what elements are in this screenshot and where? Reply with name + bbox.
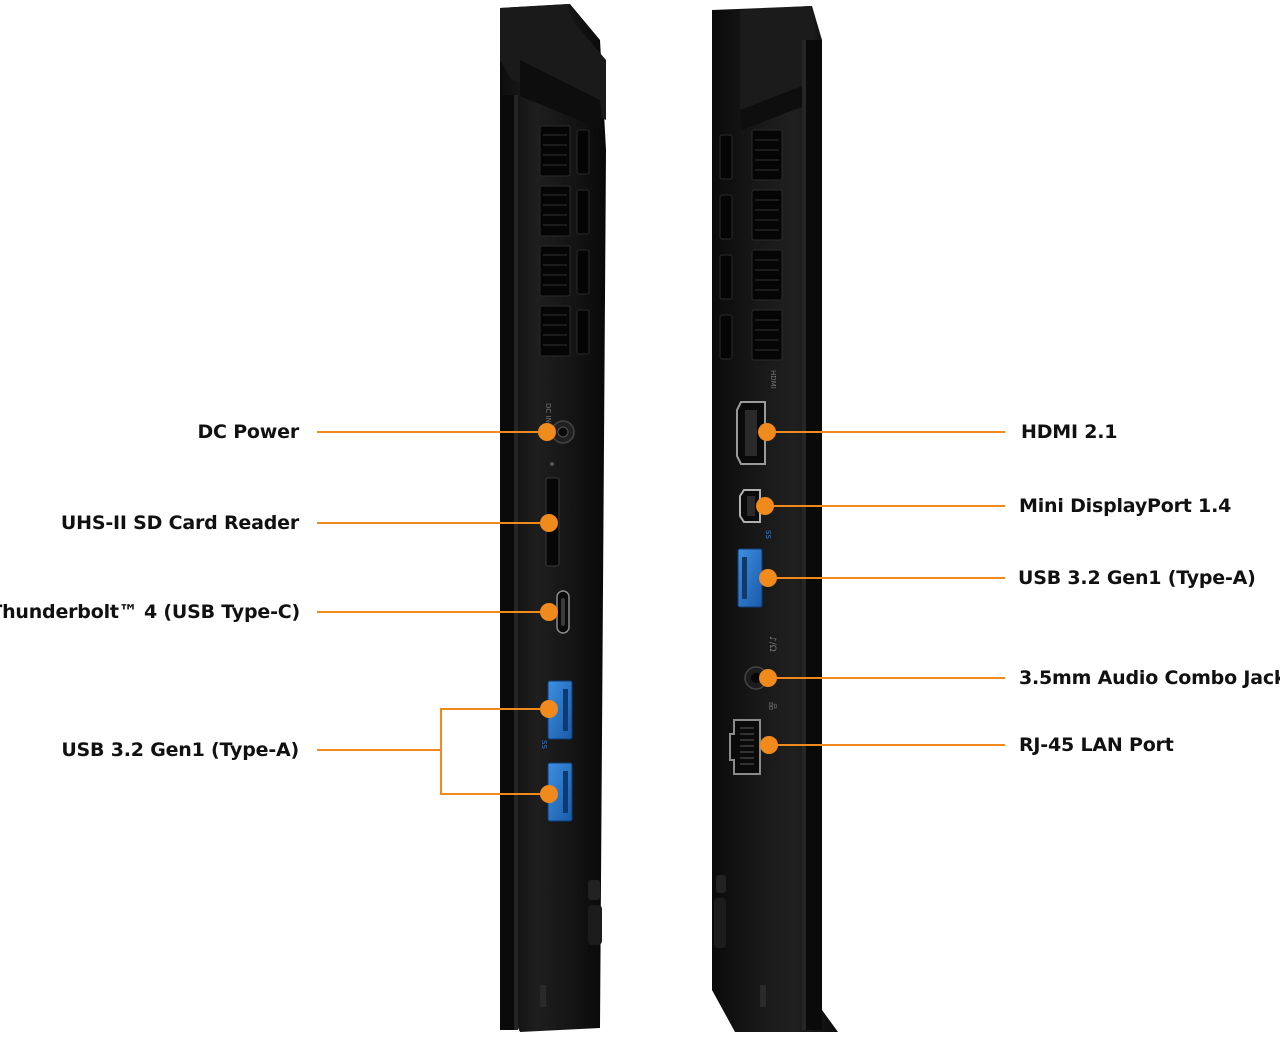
usb-a-port-icon: SS — [540, 680, 573, 822]
callout-dot-sd-card-reader — [540, 514, 558, 532]
label-hdmi: HDMI 2.1 — [1021, 421, 1118, 443]
callout-dot-hdmi — [758, 423, 776, 441]
callout-line-usb-a-left-1 — [317, 708, 549, 751]
svg-text:SS: SS — [764, 530, 772, 539]
callout-dot-audio-jack — [759, 669, 777, 687]
ethernet-port-icon: 品 — [729, 702, 777, 775]
sd-card-slot-icon — [545, 462, 560, 567]
svg-text:品: 品 — [768, 702, 777, 710]
label-audio-jack: 3.5mm Audio Combo Jack — [1019, 667, 1280, 689]
callout-dot-usb-a-left-2 — [540, 785, 558, 803]
callout-dot-usb-a-right — [759, 569, 777, 587]
label-thunderbolt: Thunderbolt™ 4 (USB Type-C) — [0, 601, 300, 623]
callout-dot-usb-a-left-1 — [540, 700, 558, 718]
svg-text:HDMI: HDMI — [769, 370, 777, 389]
callout-dot-dc-power — [538, 423, 556, 441]
label-usb-a-right: USB 3.2 Gen1 (Type-A) — [1018, 567, 1256, 589]
right-side-chassis — [712, 6, 838, 1032]
callout-dot-mini-displayport — [756, 497, 774, 515]
usb-c-port-icon — [556, 590, 570, 634]
callout-lines — [317, 431, 1005, 795]
callout-dots — [538, 423, 778, 803]
svg-text:DC IN: DC IN — [544, 403, 552, 423]
callout-dot-rj45 — [760, 736, 778, 754]
hdmi-port-icon: HDMI — [736, 370, 777, 465]
label-dc-power: DC Power — [197, 421, 299, 443]
svg-text:♪/Ω: ♪/Ω — [767, 636, 777, 652]
callout-line-usb-a-left-2 — [440, 750, 549, 795]
label-sd-card-reader: UHS-II SD Card Reader — [60, 512, 299, 534]
mini-displayport-icon — [739, 489, 761, 523]
svg-text:SS: SS — [540, 740, 548, 749]
callout-dot-thunderbolt — [540, 603, 558, 621]
label-mini-displayport: Mini DisplayPort 1.4 — [1019, 495, 1232, 517]
dc-power-jack-icon: DC IN — [544, 403, 575, 444]
label-rj45: RJ-45 LAN Port — [1019, 734, 1174, 756]
label-usb-a-left: USB 3.2 Gen1 (Type-A) — [61, 739, 299, 761]
